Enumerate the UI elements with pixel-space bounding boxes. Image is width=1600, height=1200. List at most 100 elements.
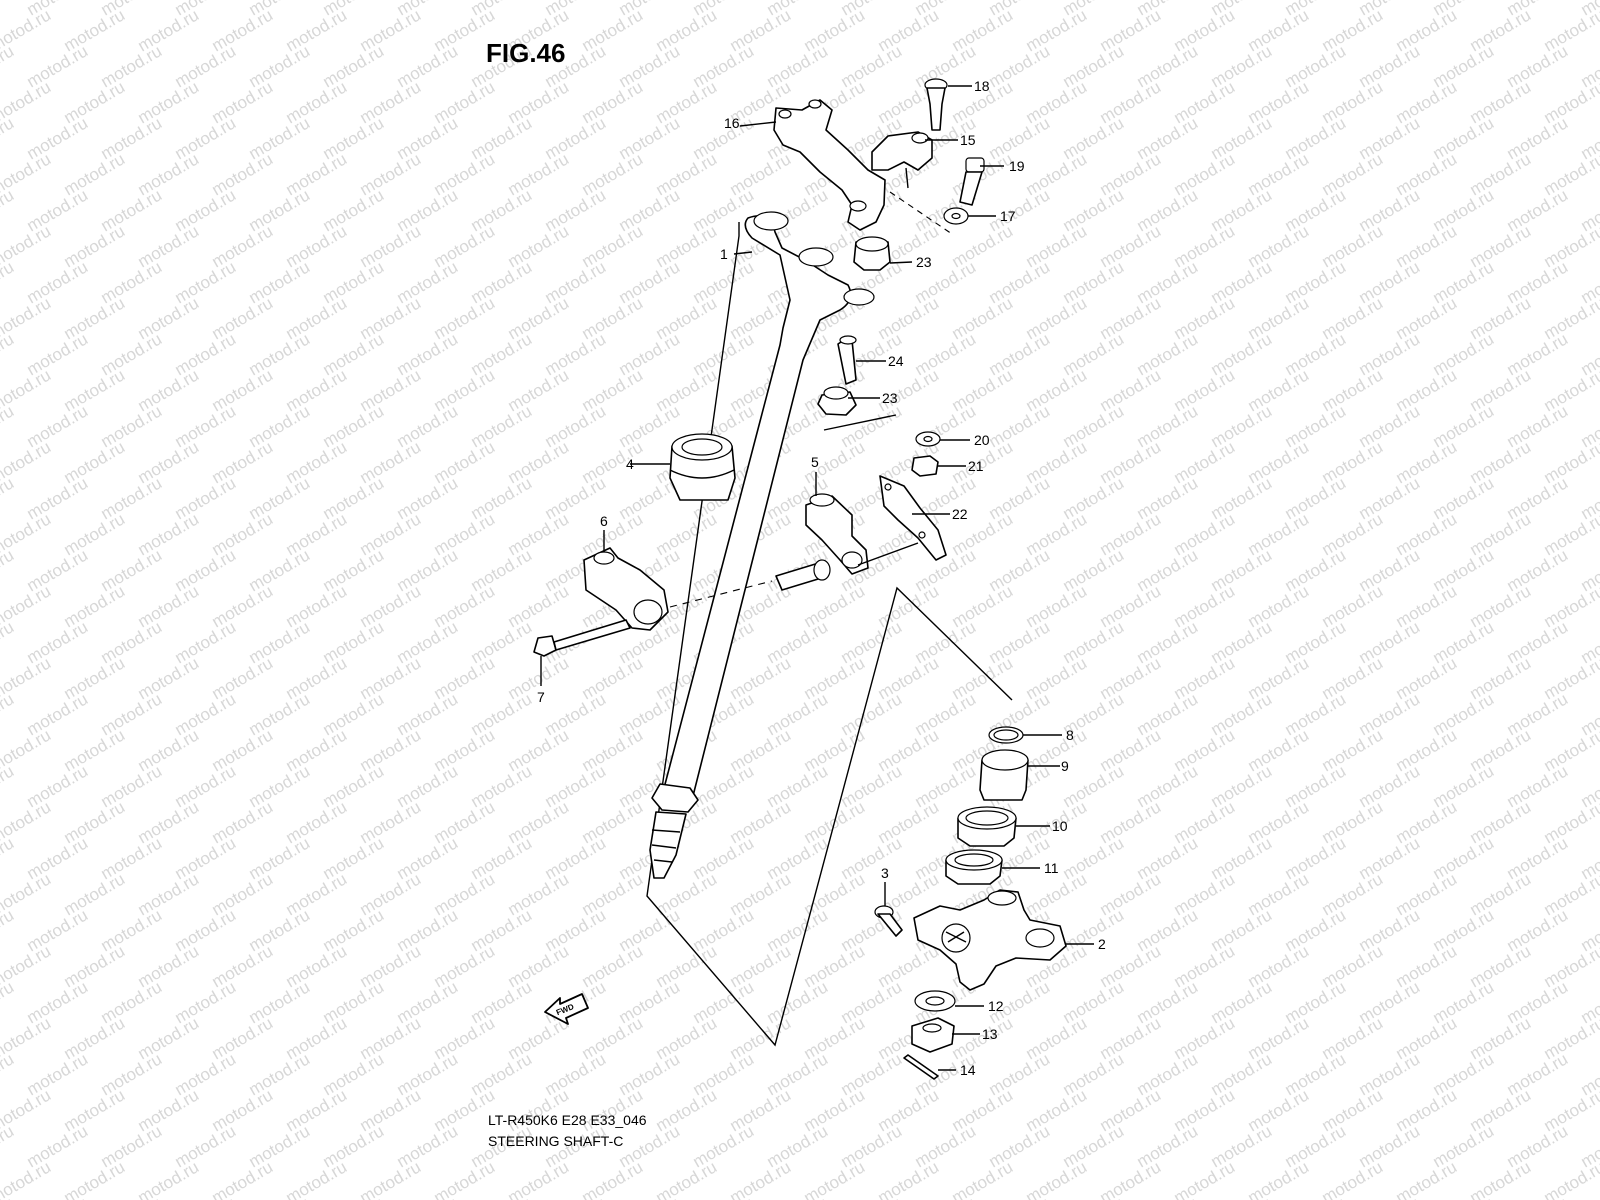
callout-17: 17	[1000, 208, 1016, 224]
figure-title: FIG.46	[486, 38, 566, 68]
watermark-text: motod.ru	[0, 401, 17, 451]
watermark-text: motod.ru	[505, 1157, 573, 1200]
callout-16: 16	[724, 115, 740, 131]
callout-3: 3	[881, 865, 889, 881]
callout-23-lower: 23	[882, 390, 898, 406]
watermark-text: motod.ru	[0, 1049, 17, 1099]
watermark-text: motod.ru	[616, 1193, 684, 1200]
nut-21-part	[911, 455, 939, 477]
watermark-text: motod.ru	[579, 1157, 647, 1200]
seal-10-part	[957, 806, 1017, 847]
caption-name: STEERING SHAFT-C	[488, 1133, 624, 1149]
callout-8: 8	[1066, 727, 1074, 743]
watermark-text: motod.ru	[1282, 1193, 1350, 1200]
callout-23-upper: 23	[916, 254, 932, 270]
callout-20: 20	[974, 432, 990, 448]
cotter-pin-14-part	[903, 1054, 939, 1080]
watermark-text: motod.ru	[0, 473, 17, 523]
watermark-text: motod.ru	[320, 1193, 388, 1200]
watermark-text: motod.ru	[1430, 1193, 1498, 1200]
callout-6: 6	[600, 513, 608, 529]
watermark-text: motod.ru	[1023, 1157, 1091, 1200]
watermark-text: motod.ru	[1541, 1157, 1600, 1200]
watermark-text: motod.ru	[135, 1157, 203, 1200]
callout-9: 9	[1061, 758, 1069, 774]
watermark-text: motod.ru	[394, 1193, 462, 1200]
watermark-text: motod.ru	[283, 1157, 351, 1200]
watermark-text: motod.ru	[1578, 0, 1600, 19]
watermark-text: motod.ru	[542, 1193, 610, 1200]
callout-5: 5	[811, 454, 819, 470]
watermark-text: motod.ru	[0, 833, 17, 883]
watermark-text: motod.ru	[0, 329, 17, 379]
watermark-text: motod.ru	[0, 905, 17, 955]
watermark-text: motod.ru	[0, 0, 17, 19]
watermark-text: motod.ru	[1208, 1193, 1276, 1200]
watermark-text: motod.ru	[0, 113, 17, 163]
callout-11: 11	[1044, 860, 1059, 876]
callout-12: 12	[988, 998, 1004, 1014]
watermark-text: motod.ru	[727, 1157, 795, 1200]
callout-15: 15	[960, 132, 976, 148]
o-ring-8-inner	[993, 729, 1019, 741]
watermark-text: motod.ru	[764, 1193, 832, 1200]
watermark-text: motod.ru	[1319, 1157, 1387, 1200]
watermark-text: motod.ru	[24, 1193, 92, 1200]
watermark-text: motod.ru	[1171, 1157, 1239, 1200]
callout-13: 13	[982, 1026, 998, 1042]
callout-24: 24	[888, 353, 904, 369]
bushing-9-part	[979, 749, 1029, 801]
watermark-text: motod.ru	[1060, 1193, 1128, 1200]
bolt-18-part	[924, 78, 948, 131]
callout-19: 19	[1009, 158, 1025, 174]
watermark-text: motod.ru	[98, 1193, 166, 1200]
watermark-text: motod.ru	[0, 761, 17, 811]
watermark-text: motod.ru	[0, 1121, 17, 1171]
washer-12-hole	[925, 996, 945, 1006]
caption-code: LT-R450K6 E28 E33_046	[488, 1112, 647, 1128]
callout-4: 4	[626, 456, 634, 472]
callout-21: 21	[968, 458, 984, 474]
watermark-text: motod.ru	[1245, 1157, 1313, 1200]
washer-17-hole	[951, 212, 961, 220]
watermark-text: motod.ru	[0, 689, 17, 739]
watermark-text: motod.ru	[209, 1157, 277, 1200]
watermark-text: motod.ru	[1356, 1193, 1424, 1200]
watermark-text: motod.ru	[1467, 1157, 1535, 1200]
bearing-11-part	[945, 849, 1003, 885]
watermark-text: motod.ru	[61, 1157, 129, 1200]
washer-20-hole	[923, 435, 933, 443]
callout-2: 2	[1098, 936, 1106, 952]
callout-7: 7	[537, 689, 545, 705]
watermark-text: motod.ru	[0, 1157, 54, 1200]
watermark-text: motod.ru	[986, 1193, 1054, 1200]
watermark-text: motod.ru	[0, 545, 17, 595]
watermark-text: motod.ru	[912, 1193, 980, 1200]
callout-14: 14	[960, 1062, 976, 1078]
watermark-text: motod.ru	[1097, 1157, 1165, 1200]
watermark-text: motod.ru	[949, 1157, 1017, 1200]
watermark-text: motod.ru	[0, 185, 17, 235]
callout-10: 10	[1052, 818, 1068, 834]
watermark-text: motod.ru	[1134, 1193, 1202, 1200]
watermark-text: motod.ru	[0, 257, 17, 307]
watermark-text: motod.ru	[1393, 1157, 1461, 1200]
watermark-text: motod.ru	[468, 1193, 536, 1200]
seal-4-part	[669, 433, 736, 501]
watermark-text: motod.ru	[690, 1193, 758, 1200]
watermark-text: motod.ru	[0, 977, 17, 1027]
callout-22: 22	[952, 506, 968, 522]
watermark-text: motod.ru	[1578, 1193, 1600, 1200]
watermark-text: motod.ru	[246, 1193, 314, 1200]
watermark-text: motod.ru	[0, 617, 17, 667]
watermark-text: motod.ru	[838, 1193, 906, 1200]
bushing-23-upper-part	[853, 236, 891, 271]
watermark-text: motod.ru	[172, 1193, 240, 1200]
watermark-text: motod.ru	[431, 1157, 499, 1200]
watermark-text: motod.ru	[653, 1157, 721, 1200]
callout-1: 1	[720, 246, 728, 262]
watermark-text: motod.ru	[0, 41, 17, 91]
watermark-text: motod.ru	[801, 1157, 869, 1200]
watermark-text: motod.ru	[357, 1157, 425, 1200]
